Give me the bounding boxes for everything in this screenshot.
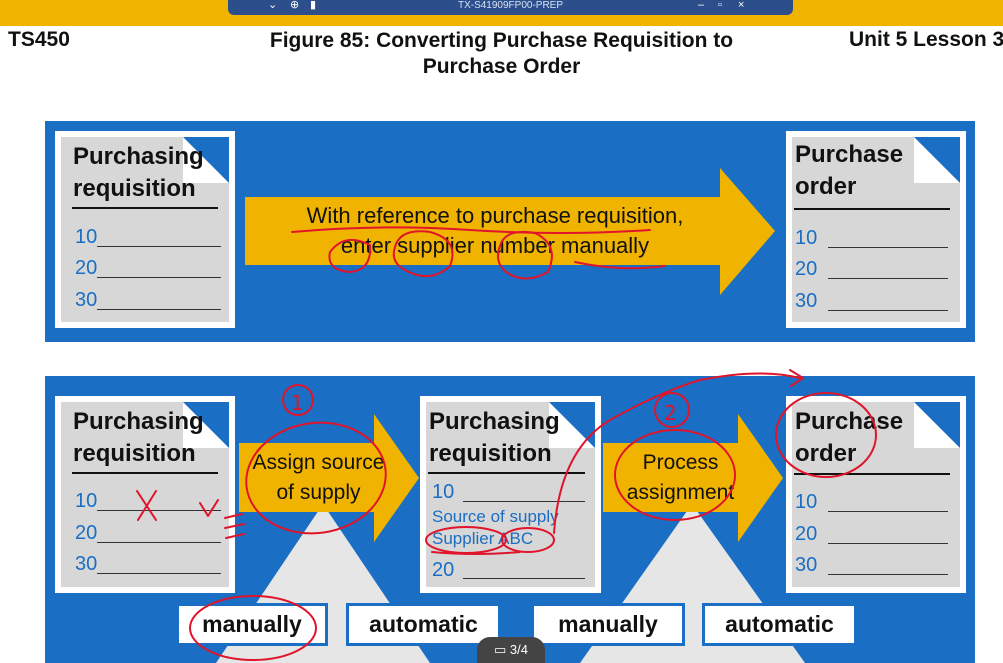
- item-number: 30: [795, 290, 818, 312]
- restore-icon[interactable]: ▫: [718, 0, 722, 11]
- unit-lesson: Unit 5 Lesson 3: [849, 28, 1003, 51]
- equals-mark: [224, 513, 245, 539]
- marker-number: 1: [291, 391, 304, 415]
- pager-label: 3/4: [509, 642, 528, 657]
- arrow-label: Process assignment: [626, 451, 735, 504]
- window-title: TX-S41909FP00-PREP: [457, 0, 564, 11]
- figure-title-line1: Figure 85: Converting Purchase Requisiti…: [269, 29, 734, 52]
- chevron-down-icon[interactable]: ⌄: [268, 0, 278, 11]
- assign-source-arrow: Assign source of supply: [239, 414, 419, 542]
- option-automatic: automatic: [702, 603, 857, 646]
- circle-stroke: [392, 230, 454, 277]
- circle-stroke: [501, 527, 555, 553]
- circle-stroke: [614, 429, 736, 521]
- remote-window-titlebar[interactable]: ⌄ ⊕ ▮ TX-S41909FP00-PREP – ▫ ×: [228, 0, 793, 15]
- item-number: 30: [75, 289, 98, 311]
- cross-mark: [136, 490, 157, 521]
- pin-icon[interactable]: ⊕: [290, 0, 300, 11]
- item-number: 20: [795, 523, 818, 545]
- item-number: 20: [75, 522, 98, 544]
- item-number: 20: [75, 257, 98, 279]
- arrow-label: With reference to purchase requisition, …: [306, 203, 684, 258]
- circle-stroke: [245, 421, 387, 535]
- underline-stroke: [291, 226, 651, 234]
- marker-number: 2: [664, 401, 677, 425]
- arrow-label: Assign source of supply: [252, 451, 385, 504]
- check-mark: [199, 499, 219, 517]
- item-number: 20: [432, 559, 455, 581]
- doc-title: Purchasing requisition: [429, 408, 560, 467]
- close-icon[interactable]: ×: [738, 0, 745, 11]
- circle-stroke: [328, 238, 372, 273]
- doc-title: Purchasing requisition: [73, 408, 204, 467]
- connector-arrowhead: [789, 369, 804, 387]
- circle-stroke: [189, 595, 317, 661]
- item-number: 10: [75, 490, 98, 512]
- purchasing-requisition-doc: Purchasing requisition 10 20 30: [55, 131, 235, 328]
- circle-stroke: [497, 230, 553, 280]
- purchasing-requisition-doc: Purchasing requisition 10 20 30: [55, 396, 235, 593]
- supplier-value: Supplier ABC: [432, 529, 534, 548]
- top-bar: ⌄ ⊕ ▮ TX-S41909FP00-PREP – ▫ ×: [0, 0, 1003, 26]
- underline-stroke: [431, 551, 521, 555]
- item-number: 30: [795, 554, 818, 576]
- item-number: 10: [795, 491, 818, 513]
- minimize-icon[interactable]: –: [698, 0, 705, 11]
- item-number: 30: [75, 553, 98, 575]
- purchase-order-doc: Purchase order 10 20 30: [786, 131, 966, 328]
- source-of-supply-label: Source of supply: [432, 507, 559, 526]
- slide-pager[interactable]: ▭ 3/4: [477, 637, 545, 663]
- slides-icon: ▭: [494, 642, 510, 657]
- figure-title: Figure 85: Converting Purchase Requisiti…: [0, 28, 1003, 80]
- item-number: 10: [432, 481, 455, 503]
- option-automatic: automatic: [346, 603, 501, 646]
- item-number: 10: [795, 227, 818, 249]
- option-manually: manually: [531, 603, 685, 646]
- circle-stroke: [425, 526, 507, 554]
- process-assignment-arrow: Process assignment: [603, 414, 783, 542]
- item-number: 10: [75, 226, 98, 248]
- course-code: TS450: [8, 28, 70, 51]
- circle-stroke: [775, 392, 877, 478]
- arrow-shape: [239, 414, 419, 542]
- marker-circle: [654, 392, 690, 428]
- underline-stroke: [574, 261, 666, 270]
- doc-title: Purchase order: [795, 141, 904, 200]
- item-number: 20: [795, 258, 818, 280]
- arrow-shape: [603, 414, 783, 542]
- marker-circle: [282, 384, 314, 416]
- signal-icon: ▮: [310, 0, 317, 11]
- doc-title: Purchase order: [795, 408, 904, 467]
- figure-title-line2: Purchase Order: [422, 55, 581, 78]
- connector-curve: [553, 372, 801, 534]
- purchasing-requisition-with-source-doc: Purchasing requisition 10 Source of supp…: [420, 396, 601, 593]
- doc-title: Purchasing requisition: [73, 143, 204, 202]
